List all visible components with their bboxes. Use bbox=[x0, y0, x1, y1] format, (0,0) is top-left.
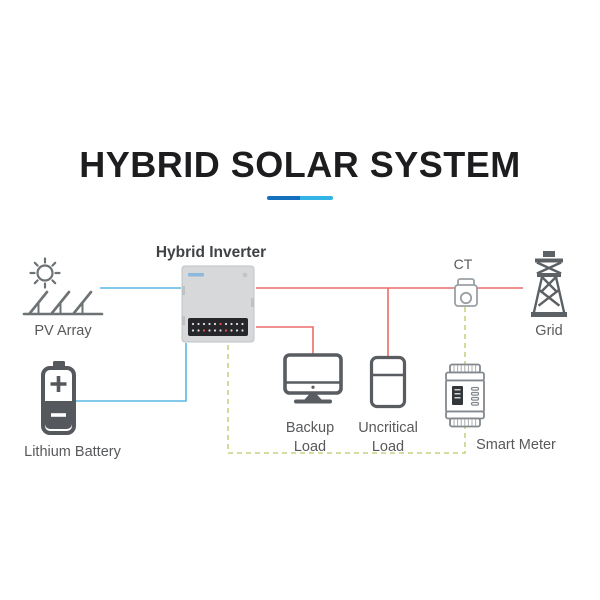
smart-meter-label: Smart Meter bbox=[476, 437, 556, 453]
ct-label: CT bbox=[453, 256, 473, 272]
battery-plus-sign bbox=[50, 376, 67, 392]
grid-and-load-ac-lines bbox=[256, 287, 523, 356]
din-rail-meter-icon bbox=[445, 363, 485, 428]
solar-panels-sun-icon bbox=[22, 257, 104, 316]
battery-dc-line bbox=[75, 343, 187, 402]
transmission-tower-icon bbox=[531, 251, 567, 317]
current-transformer-icon bbox=[454, 278, 478, 307]
refrigerator-icon bbox=[369, 355, 407, 409]
backup-load-label: Backup Load bbox=[285, 420, 335, 455]
battery-icon bbox=[41, 361, 76, 435]
inverter-led-panel bbox=[188, 318, 248, 336]
meter-display bbox=[452, 386, 463, 405]
page-title: HYBRID SOLAR SYSTEM bbox=[79, 144, 521, 185]
title-underline bbox=[267, 196, 333, 200]
monitor-icon bbox=[283, 353, 343, 404]
inverter-logo bbox=[188, 273, 204, 277]
inverter-box-icon bbox=[181, 265, 255, 343]
title-underline-left bbox=[267, 196, 300, 200]
hybrid-inverter-label: Hybrid Inverter bbox=[155, 244, 267, 261]
lithium-battery-label: Lithium Battery bbox=[24, 444, 121, 460]
grid-label: Grid bbox=[535, 323, 563, 339]
uncritical-load-label: Uncritical Load bbox=[358, 420, 418, 455]
title-underline-right bbox=[300, 196, 333, 200]
pv-array-label: PV Array bbox=[34, 323, 92, 339]
